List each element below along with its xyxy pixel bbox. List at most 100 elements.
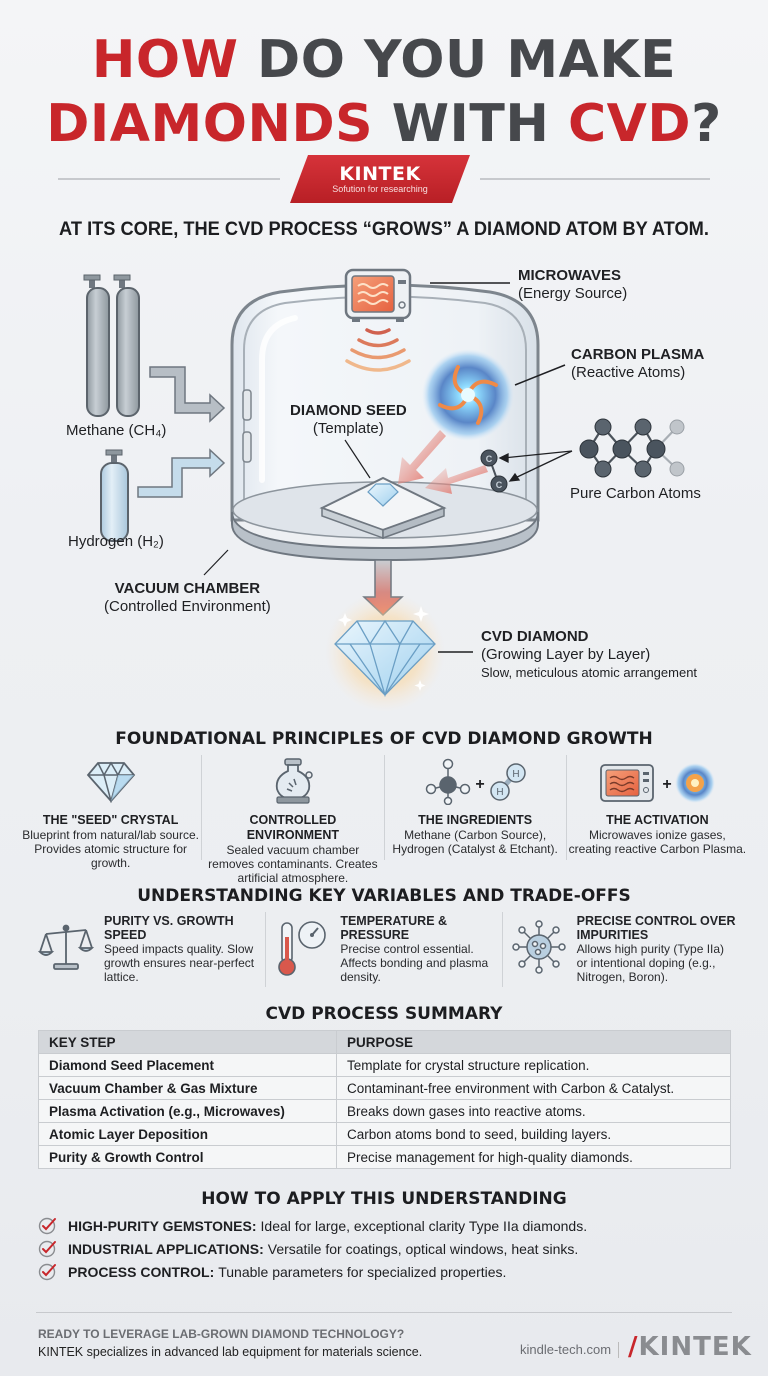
- vacuum-leader: [203, 549, 229, 576]
- principle-controlled-environment: CONTROLLED ENVIRONMENT Sealed vacuum cha…: [201, 755, 383, 885]
- apply-item-process-control: PROCESS CONTROL: Tunable parameters for …: [38, 1260, 587, 1283]
- apply-key: INDUSTRIAL APPLICATIONS:: [68, 1240, 264, 1257]
- vacuum-chamber-icon: [230, 283, 540, 562]
- title-diamonds: DIAMONDS: [46, 94, 392, 154]
- apply-heading: HOW TO APPLY THIS UNDERSTANDING: [201, 1189, 567, 1209]
- diamond-icon: [86, 761, 135, 803]
- pointer-arrows: [498, 450, 573, 482]
- carbon-plasma-title: CARBON PLASMA: [571, 346, 705, 363]
- brand-name: KINTEK: [339, 162, 421, 185]
- title-with: WITH: [391, 94, 568, 154]
- microwave-waves-icon: [345, 328, 411, 372]
- variable-desc: Speed impacts quality. Slow growth ensur…: [104, 942, 255, 984]
- vacuum-chamber-note: (Controlled Environment): [104, 598, 271, 615]
- apply-item-gemstones: HIGH-PURITY GEMSTONES: Ideal for large, …: [38, 1214, 587, 1237]
- hydrogen-label: Hydrogen (H₂): [68, 533, 164, 550]
- cell-purpose: Carbon atoms bond to seed, building laye…: [336, 1122, 731, 1146]
- title-do-you-make: DO YOU MAKE: [257, 30, 677, 90]
- checkmark-icon: [38, 1217, 56, 1234]
- methane-pipe-arrow: [149, 366, 226, 423]
- footer-logo: /KINTEK: [628, 1332, 752, 1362]
- title-question: ?: [691, 94, 722, 154]
- principle-desc: Methane (Carbon Source), Hydrogen (Catal…: [392, 828, 558, 856]
- brand-tagline: Sofution for researching: [332, 183, 428, 194]
- carbon-atom-pair-icon: C C: [480, 449, 508, 493]
- svg-text:H: H: [497, 787, 504, 798]
- page-title-line-1: HOW DO YOU MAKE: [0, 30, 768, 90]
- variable-title: PRECISE CONTROL OVER IMPURITIES: [576, 914, 736, 942]
- svg-text:C: C: [496, 480, 503, 490]
- cvd-diamond-detail: Slow, meticulous atomic arrangement: [481, 665, 698, 680]
- principles-heading: FOUNDATIONAL PRINCIPLES OF CVD DIAMOND G…: [115, 729, 653, 749]
- cell-purpose: Precise management for high-quality diam…: [336, 1145, 731, 1169]
- logo-text: KINTEK: [638, 1332, 752, 1362]
- variables-heading: UNDERSTANDING KEY VARIABLES AND TRADE-OF…: [137, 886, 631, 906]
- principle-desc: Microwaves ionize gases, creating reacti…: [568, 828, 747, 856]
- variable-purity-speed: PURITY VS. GROWTH SPEED Speed impacts qu…: [30, 912, 265, 987]
- table-row: Purity & Growth Control Precise manageme…: [38, 1145, 731, 1169]
- principle-title: THE INGREDIENTS: [418, 813, 533, 827]
- subtitle: AT ITS CORE, THE CVD PROCESS “GROWS” A D…: [59, 219, 709, 240]
- brand-logo: KINTEK Sofution for researching: [290, 155, 470, 203]
- principle-title: THE "SEED" CRYSTAL: [42, 813, 179, 827]
- apply-key: HIGH-PURITY GEMSTONES:: [68, 1217, 257, 1234]
- hydrogen-tank-icon: [100, 449, 129, 542]
- title-cvd: CVD: [568, 94, 692, 154]
- carbon-to-seed-arrow: [425, 465, 488, 494]
- seed-leader: [344, 439, 371, 479]
- apply-list: HIGH-PURITY GEMSTONES: Ideal for large, …: [38, 1214, 587, 1283]
- svg-text:+: +: [663, 776, 672, 793]
- principle-seed-crystal: THE "SEED" CRYSTAL Blueprint from natura…: [20, 755, 201, 870]
- flask-icon: [275, 758, 313, 804]
- cell-step: Diamond Seed Placement: [38, 1053, 337, 1077]
- microwave-icon: [344, 268, 412, 322]
- carbon-plasma-icon: [422, 349, 514, 441]
- summary-heading: CVD PROCESS SUMMARY: [265, 1004, 503, 1024]
- microwaves-label: MICROWAVES (Energy Source): [518, 267, 627, 303]
- hydrogen-pipe-arrow: [137, 448, 226, 498]
- title-how: HOW: [91, 30, 258, 90]
- cell-step: Plasma Activation (e.g., Microwaves): [38, 1099, 337, 1123]
- microwaves-title: MICROWAVES: [518, 267, 622, 284]
- microwave-plasma-icon: +: [600, 763, 716, 803]
- variables-row: PURITY VS. GROWTH SPEED Speed impacts qu…: [30, 912, 738, 987]
- molecule-icon: + H H: [425, 758, 526, 805]
- variable-title: TEMPERATURE & PRESSURE: [340, 914, 448, 942]
- principle-ingredients: + H H THE INGREDIENTS Methane (Carbon So…: [383, 755, 566, 860]
- brand-divider-left: [58, 178, 280, 180]
- scale-icon: [38, 924, 94, 970]
- diamond-seed-note: (Template): [312, 420, 384, 437]
- checkmark-icon: [38, 1240, 56, 1257]
- variable-temp-pressure: TEMPERATURE & PRESSURE Precise control e…: [265, 912, 501, 987]
- footer-cta: READY TO LEVERAGE LAB-GROWN DIAMOND TECH…: [38, 1327, 405, 1341]
- methane-label: Methane (CH₄): [66, 422, 167, 439]
- page-title-line-2: DIAMONDS WITH CVD?: [0, 94, 768, 154]
- plasma-leader: [514, 364, 566, 386]
- variable-title: PURITY VS. GROWTH SPEED: [104, 914, 234, 942]
- table-header-row: KEY STEP PURPOSE: [38, 1030, 731, 1054]
- brand-divider-right: [480, 178, 710, 180]
- impurity-icon: [511, 920, 566, 974]
- principle-desc: Sealed vacuum chamber removes contaminan…: [208, 843, 378, 885]
- footer-website-link[interactable]: kindle-tech.com: [520, 1342, 612, 1357]
- apply-text: Versatile for coatings, optical windows,…: [267, 1240, 579, 1257]
- pure-carbon-label: Pure Carbon Atoms: [570, 485, 701, 502]
- diamond-seed-title: DIAMOND SEED: [290, 402, 407, 419]
- microwaves-note: (Energy Source): [518, 285, 628, 302]
- cvd-diamond-label: CVD DIAMOND (Growing Layer by Layer) Slo…: [481, 628, 697, 682]
- apply-item-industrial: INDUSTRIAL APPLICATIONS: Versatile for c…: [38, 1237, 587, 1260]
- svg-text:H: H: [513, 769, 520, 780]
- diamond-seed-label: DIAMOND SEED (Template): [290, 402, 407, 438]
- summary-table: KEY STEP PURPOSE Diamond Seed Placement …: [38, 1030, 731, 1169]
- apply-key: PROCESS CONTROL:: [68, 1263, 215, 1280]
- svg-text:C: C: [486, 454, 493, 464]
- cell-step: Atomic Layer Deposition: [38, 1122, 337, 1146]
- cell-step: Vacuum Chamber & Gas Mixture: [38, 1076, 337, 1100]
- principle-activation: + THE ACTIVATION Microwaves ionize gases…: [565, 755, 748, 860]
- apply-text: Ideal for large, exceptional clarity Typ…: [260, 1217, 588, 1234]
- logo-slash: /: [628, 1332, 639, 1362]
- variable-desc: Allows high purity (Type IIa) or intenti…: [576, 942, 725, 984]
- vacuum-chamber-title: VACUUM CHAMBER: [114, 580, 261, 597]
- cvd-process-diagram: C C: [83, 268, 685, 712]
- thermometer-gauge-icon: [278, 921, 327, 976]
